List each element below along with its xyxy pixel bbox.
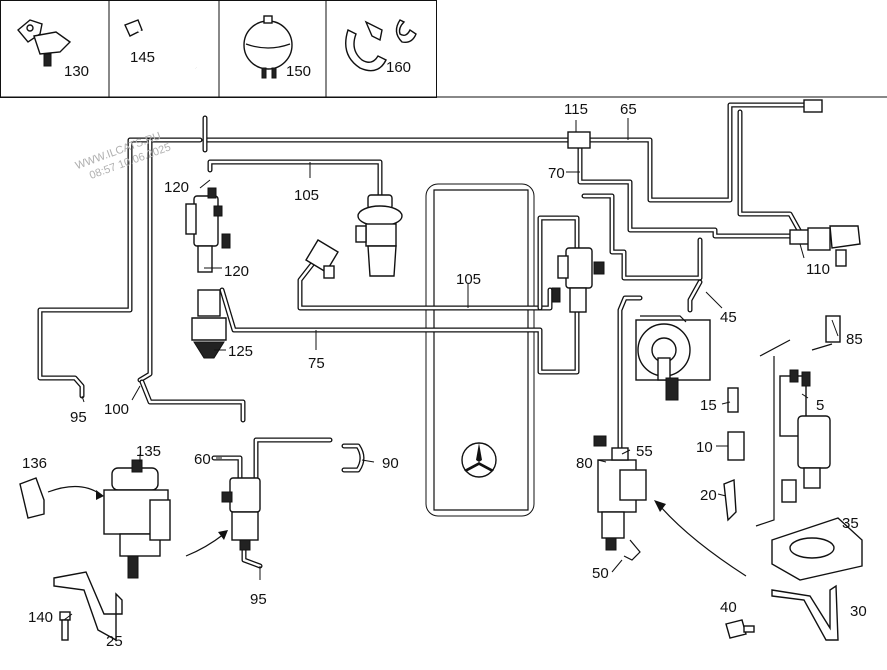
leader-lines	[63, 118, 839, 621]
part-60-valve[interactable]	[221, 477, 261, 551]
part-135-vacuum-valve[interactable]	[103, 459, 171, 579]
part-25-bracket[interactable]	[53, 571, 123, 642]
part-45-vacuum-pump[interactable]	[635, 315, 711, 401]
label-120-upper: 120	[164, 179, 189, 196]
part-30-bracket[interactable]	[771, 584, 839, 641]
label-20: 20	[700, 487, 717, 504]
part-10-connector[interactable]	[727, 431, 745, 461]
part-115-tee-connector[interactable]	[567, 131, 591, 149]
label-105-lower: 105	[456, 271, 481, 288]
label-5: 5	[816, 397, 824, 414]
label-10: 10	[696, 439, 713, 456]
label-95-lower: 95	[250, 591, 267, 608]
mercedes-star-icon	[461, 442, 497, 478]
part-90-hose-bend[interactable]	[341, 443, 365, 473]
label-35: 35	[842, 515, 859, 532]
part-125-vacuum-unit[interactable]	[191, 289, 227, 359]
part-70-valve[interactable]	[551, 247, 605, 313]
label-40: 40	[720, 599, 737, 616]
label-140: 140	[28, 609, 53, 626]
label-125: 125	[228, 343, 253, 360]
label-55: 55	[636, 443, 653, 460]
part-50-valve-assembly[interactable]	[593, 435, 647, 561]
label-136: 136	[22, 455, 47, 472]
label-90: 90	[382, 455, 399, 472]
part-5-regulator[interactable]	[755, 315, 841, 527]
inset-panels	[0, 0, 887, 98]
part-labels: 130 145 150 160 115 65 70 120 105 120 10…	[22, 49, 867, 650]
part-15-plug[interactable]	[727, 387, 739, 413]
part-136-connector[interactable]	[19, 477, 45, 519]
label-45: 45	[720, 309, 737, 326]
part-150-vacuum-reservoir[interactable]	[243, 15, 293, 79]
label-30: 30	[850, 603, 867, 620]
part-20-terminal[interactable]	[723, 478, 737, 522]
label-120-lower: 120	[224, 263, 249, 280]
label-110: 110	[806, 261, 830, 278]
label-105-upper: 105	[294, 187, 319, 204]
label-85: 85	[846, 331, 863, 348]
label-80: 80	[576, 455, 593, 472]
label-160: 160	[386, 59, 411, 76]
label-95-left: 95	[70, 409, 87, 426]
watermark: WWW.ILCATS.RU 08:57 10.06.2025	[74, 130, 173, 182]
part-130-pressure-sensor[interactable]	[17, 19, 72, 67]
label-25: 25	[106, 633, 123, 650]
label-145: 145	[130, 49, 155, 66]
label-50: 50	[592, 565, 609, 582]
label-130: 130	[64, 63, 89, 80]
label-65: 65	[620, 101, 637, 118]
label-70: 70	[548, 165, 565, 182]
label-75: 75	[308, 355, 325, 372]
label-60: 60	[194, 451, 211, 468]
label-135: 135	[136, 443, 161, 460]
part-35-bracket[interactable]	[771, 517, 863, 581]
part-110-connector[interactable]	[789, 99, 861, 267]
label-15: 15	[700, 397, 717, 414]
part-105-switchover-valve[interactable]	[355, 194, 403, 277]
label-100: 100	[104, 401, 129, 418]
engine-outline	[425, 183, 535, 517]
part-160-hose-clips[interactable]	[345, 19, 417, 72]
part-145-cable-tie[interactable]	[124, 19, 197, 70]
part-120-valve-upper[interactable]	[185, 187, 231, 273]
part-40-bolt[interactable]	[725, 619, 755, 639]
label-115: 115	[564, 101, 588, 118]
label-150: 150	[286, 63, 311, 80]
part-105-sensor[interactable]	[305, 239, 339, 279]
